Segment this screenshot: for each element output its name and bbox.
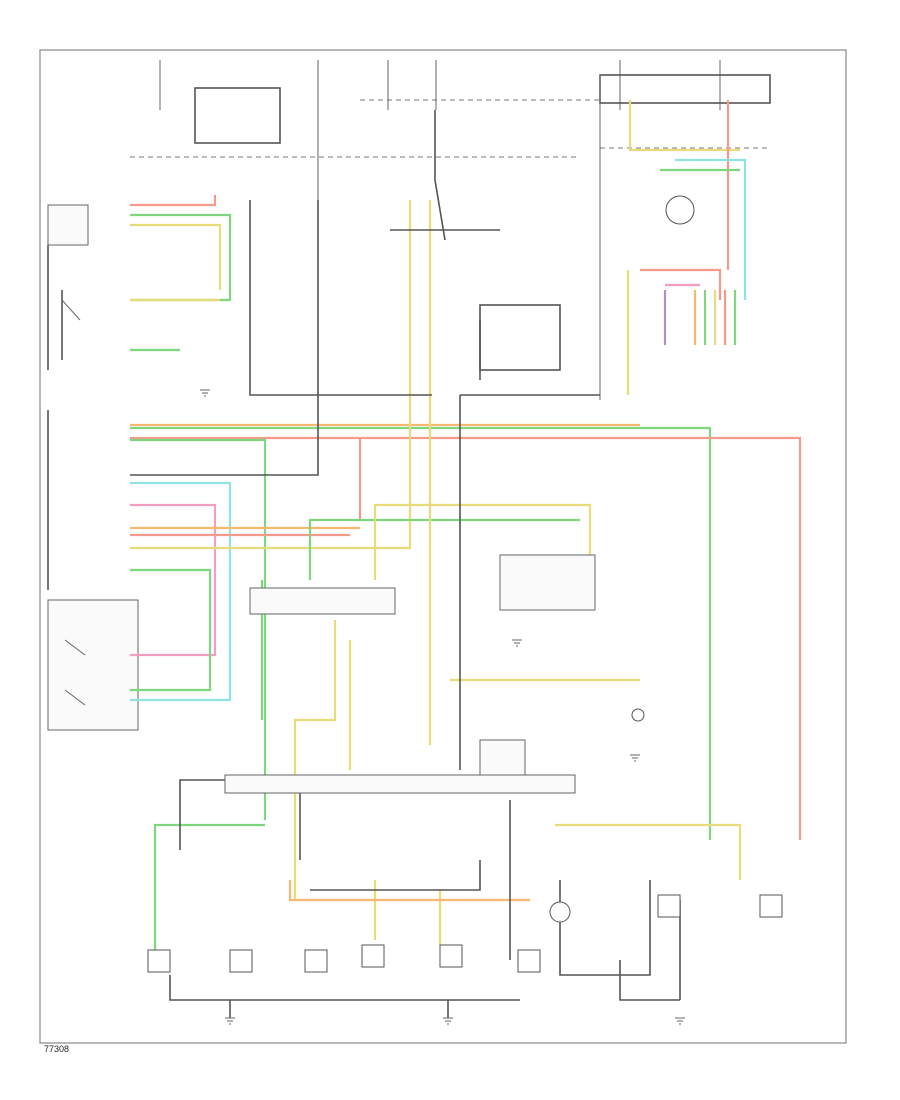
ground-symbols	[200, 389, 685, 1025]
connectors	[224, 554, 596, 794]
ground-and-feed-wires	[130, 110, 681, 1018]
figure-code: 77308	[44, 1044, 69, 1054]
left-switch-column	[47, 204, 139, 731]
lamp-units	[147, 195, 783, 973]
wire-bundle	[130, 100, 802, 950]
diagram-frame	[39, 49, 847, 1044]
power-distribution-top	[130, 60, 771, 400]
